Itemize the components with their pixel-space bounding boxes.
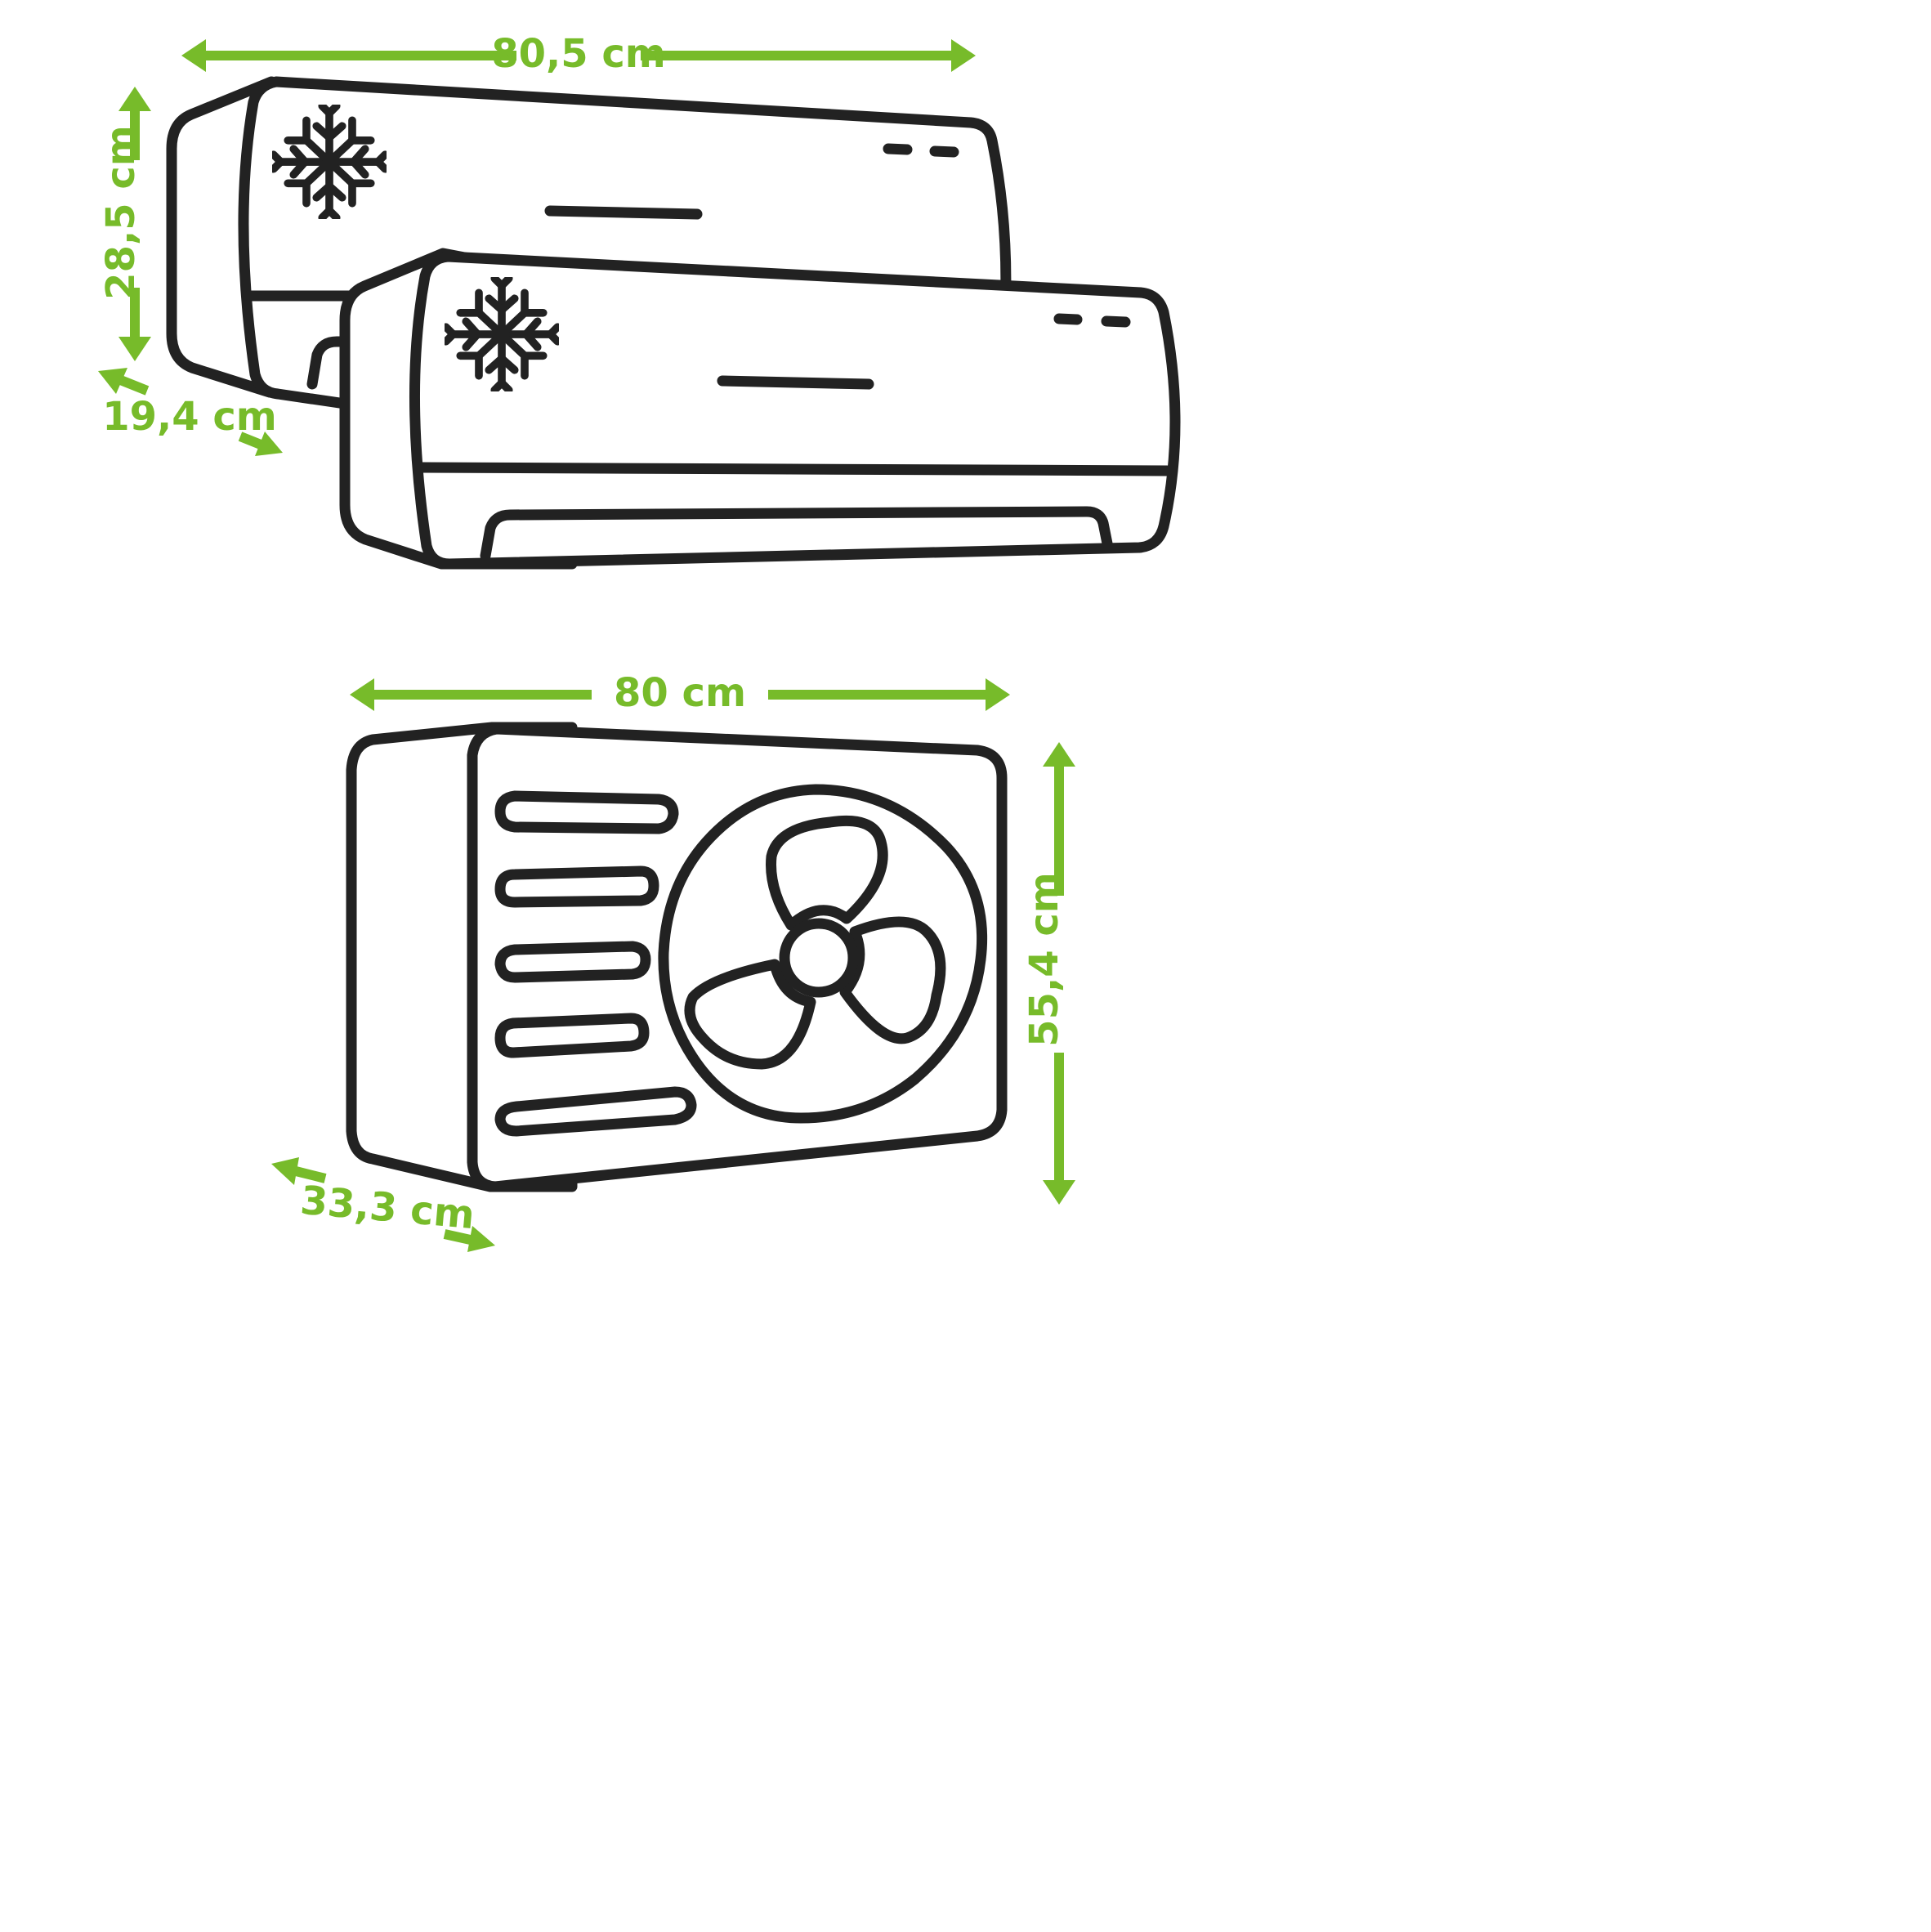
indoor-height-dimension: 28,5 cm <box>98 87 151 361</box>
indoor-height-label: 28,5 cm <box>98 125 144 300</box>
outdoor-width-dimension: 80 cm <box>350 670 1010 716</box>
outdoor-width-label: 80 cm <box>614 670 746 716</box>
outdoor-unit <box>346 722 1008 1192</box>
outdoor-depth-label: 33,3 cm <box>298 1178 476 1238</box>
indoor-width-dimension: 80,5 cm <box>181 31 976 77</box>
fan-icon <box>658 784 988 1124</box>
indoor-depth-dimension: 19,4 cm <box>98 368 283 456</box>
outdoor-height-dimension: 55,4 cm <box>1021 742 1075 1205</box>
indoor-width-label: 80,5 cm <box>491 31 666 77</box>
outdoor-height-label: 55,4 cm <box>1021 872 1067 1047</box>
indoor-unit-front <box>339 248 1181 570</box>
vent-grille <box>494 790 697 1137</box>
indoor-depth-label: 19,4 cm <box>102 394 277 440</box>
